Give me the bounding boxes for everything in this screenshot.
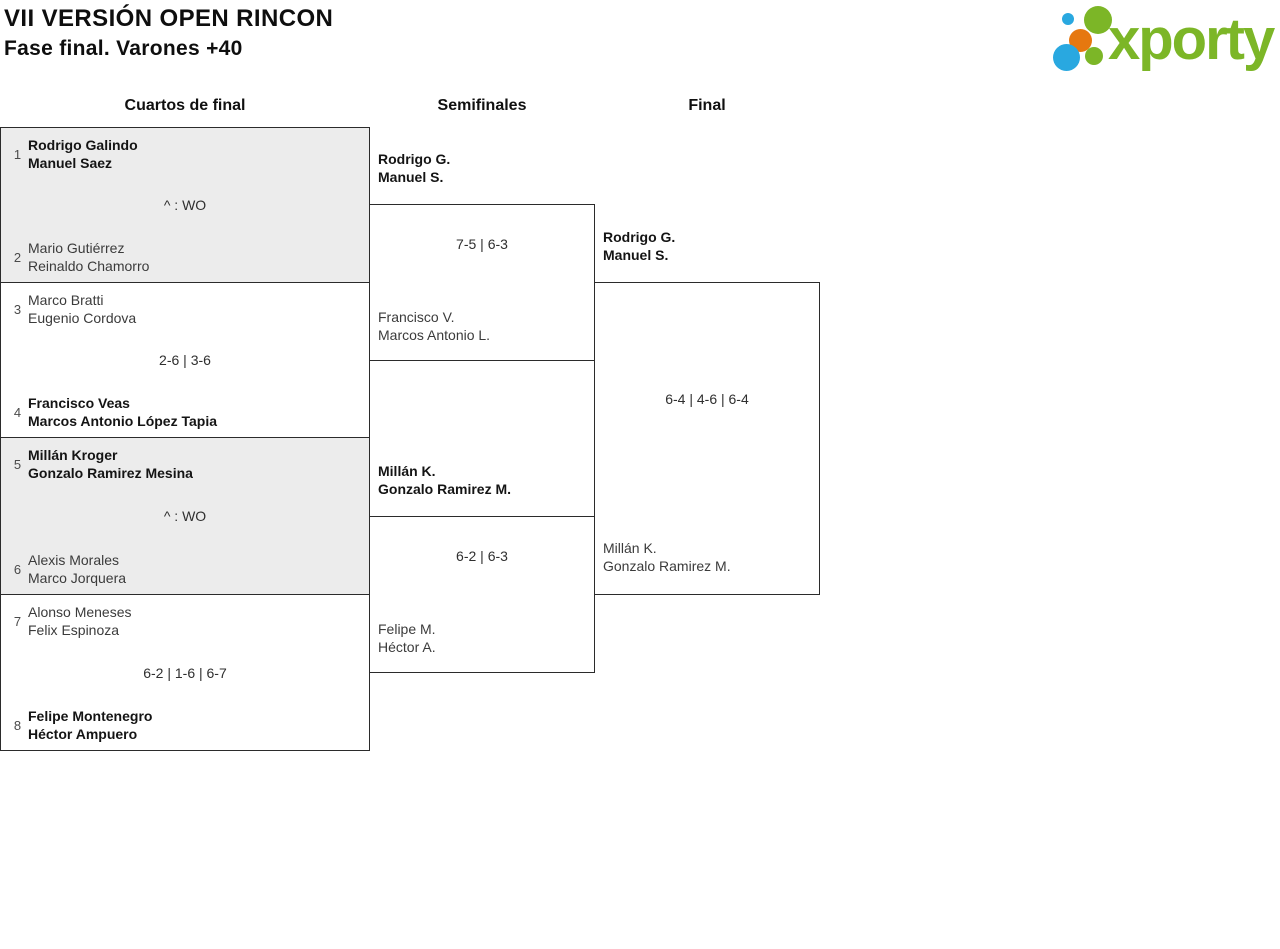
team-names: Felipe Montenegro Héctor Ampuero: [28, 707, 152, 743]
seed-number: 6: [13, 561, 22, 577]
round-header-semifinales: Semifinales: [437, 97, 527, 114]
team-names: Marco Bratti Eugenio Cordova: [28, 291, 136, 327]
advancing-team: Rodrigo G. Manuel S.: [378, 150, 450, 186]
player-name: Mario Gutiérrez: [28, 240, 125, 256]
team-row-bottom: 6 Alexis Morales Marco Jorquera: [7, 551, 126, 587]
player-name: Marco Jorquera: [28, 570, 127, 586]
player-name: Francisco Veas: [28, 395, 130, 411]
advancing-team: Rodrigo G. Manuel S.: [603, 228, 675, 264]
player-name: Gonzalo Ramirez M.: [378, 481, 512, 497]
match-score: 7-5 | 6-3: [456, 236, 508, 252]
player-name: Felipe M.: [378, 621, 436, 637]
seed-number: 3: [13, 301, 22, 317]
xporty-logo: xporty: [1048, 2, 1276, 78]
player-name: Millán Kroger: [28, 447, 118, 463]
team-row-top: 5 Millán Kroger Gonzalo Ramirez Mesina: [7, 446, 193, 482]
sf-match-2: Millán K. Gonzalo Ramirez M. 6-2 | 6-3 F…: [369, 463, 595, 673]
player-name: Manuel Saez: [28, 155, 113, 171]
player-name: Marcos Antonio L.: [378, 327, 491, 343]
seed-number: 5: [13, 456, 22, 472]
logo-dot-icon: [1085, 47, 1103, 65]
sf-match-1: Rodrigo G. Manuel S. 7-5 | 6-3 Francisco…: [369, 151, 595, 361]
team-row-top: 7 Alonso Meneses Felix Espinoza: [7, 603, 132, 639]
opposing-team: Felipe M. Héctor A.: [378, 620, 436, 656]
team-row-bottom: 2 Mario Gutiérrez Reinaldo Chamorro: [7, 239, 150, 275]
player-name: Gonzalo Ramirez Mesina: [28, 465, 193, 481]
team-names: Alonso Meneses Felix Espinoza: [28, 603, 132, 639]
advancing-team: Millán K. Gonzalo Ramirez M.: [378, 462, 511, 498]
qf-match-4: 7 Alonso Meneses Felix Espinoza 6-2 | 1-…: [0, 594, 370, 751]
team-names: Alexis Morales Marco Jorquera: [28, 551, 126, 587]
player-name: Eugenio Cordova: [28, 310, 137, 326]
match-score: ^ : WO: [163, 197, 207, 213]
tournament-subtitle: Fase final. Varones +40: [4, 37, 243, 60]
opposing-team: Francisco V. Marcos Antonio L.: [378, 308, 490, 344]
player-name: Manuel S.: [603, 247, 669, 263]
round-header-final: Final: [688, 97, 726, 114]
team-names: Millán Kroger Gonzalo Ramirez Mesina: [28, 446, 193, 482]
seed-number: 2: [13, 249, 22, 265]
team-row-top: 3 Marco Bratti Eugenio Cordova: [7, 291, 136, 327]
final-match: Rodrigo G. Manuel S. 6-4 | 4-6 | 6-4 Mil…: [594, 229, 820, 595]
player-name: Millán K.: [603, 540, 657, 556]
team-row-bottom: 4 Francisco Veas Marcos Antonio López Ta…: [7, 394, 217, 430]
qf-match-1: 1 Rodrigo Galindo Manuel Saez ^ : WO 2 M…: [0, 127, 370, 283]
logo-dot-icon: [1053, 44, 1080, 71]
qf-match-2: 3 Marco Bratti Eugenio Cordova 2-6 | 3-6…: [0, 282, 370, 438]
seed-number: 4: [13, 404, 22, 420]
player-name: Héctor Ampuero: [28, 726, 138, 742]
team-row-bottom: 8 Felipe Montenegro Héctor Ampuero: [7, 707, 153, 743]
seed-number: 8: [13, 717, 22, 733]
round-header-cuartos: Cuartos de final: [124, 97, 246, 114]
opposing-team: Millán K. Gonzalo Ramirez M.: [603, 539, 731, 575]
player-name: Manuel S.: [378, 169, 444, 185]
team-names: Francisco Veas Marcos Antonio López Tapi…: [28, 394, 217, 430]
seed-number: 7: [13, 613, 22, 629]
player-name: Gonzalo Ramirez M.: [603, 558, 731, 574]
player-name: Héctor A.: [378, 639, 436, 655]
player-name: Francisco V.: [378, 309, 455, 325]
player-name: Alexis Morales: [28, 552, 120, 568]
player-name: Marcos Antonio López Tapia: [28, 413, 218, 429]
player-name: Marco Bratti: [28, 292, 104, 308]
player-name: Rodrigo Galindo: [28, 137, 138, 153]
player-name: Reinaldo Chamorro: [28, 258, 150, 274]
player-name: Rodrigo G.: [603, 229, 676, 245]
logo-dot-icon: [1062, 13, 1074, 25]
tournament-title: VII VERSIÓN OPEN RINCON: [4, 5, 334, 32]
match-score: ^ : WO: [163, 508, 207, 524]
player-name: Alonso Meneses: [28, 604, 132, 620]
player-name: Felix Espinoza: [28, 622, 120, 638]
player-name: Millán K.: [378, 463, 436, 479]
logo-wordmark: xporty: [1108, 7, 1275, 72]
team-row-top: 1 Rodrigo Galindo Manuel Saez: [7, 136, 138, 172]
team-names: Rodrigo Galindo Manuel Saez: [28, 136, 138, 172]
qf-match-3: 5 Millán Kroger Gonzalo Ramirez Mesina ^…: [0, 437, 370, 595]
team-names: Mario Gutiérrez Reinaldo Chamorro: [28, 239, 149, 275]
player-name: Felipe Montenegro: [28, 708, 153, 724]
match-score: 6-2 | 1-6 | 6-7: [143, 664, 227, 681]
match-score: 2-6 | 3-6: [159, 352, 211, 368]
player-name: Rodrigo G.: [378, 151, 451, 167]
seed-number: 1: [13, 146, 22, 162]
match-score: 6-4 | 4-6 | 6-4: [665, 391, 749, 407]
logo-dot-icon: [1084, 6, 1112, 34]
match-score: 6-2 | 6-3: [456, 548, 508, 564]
